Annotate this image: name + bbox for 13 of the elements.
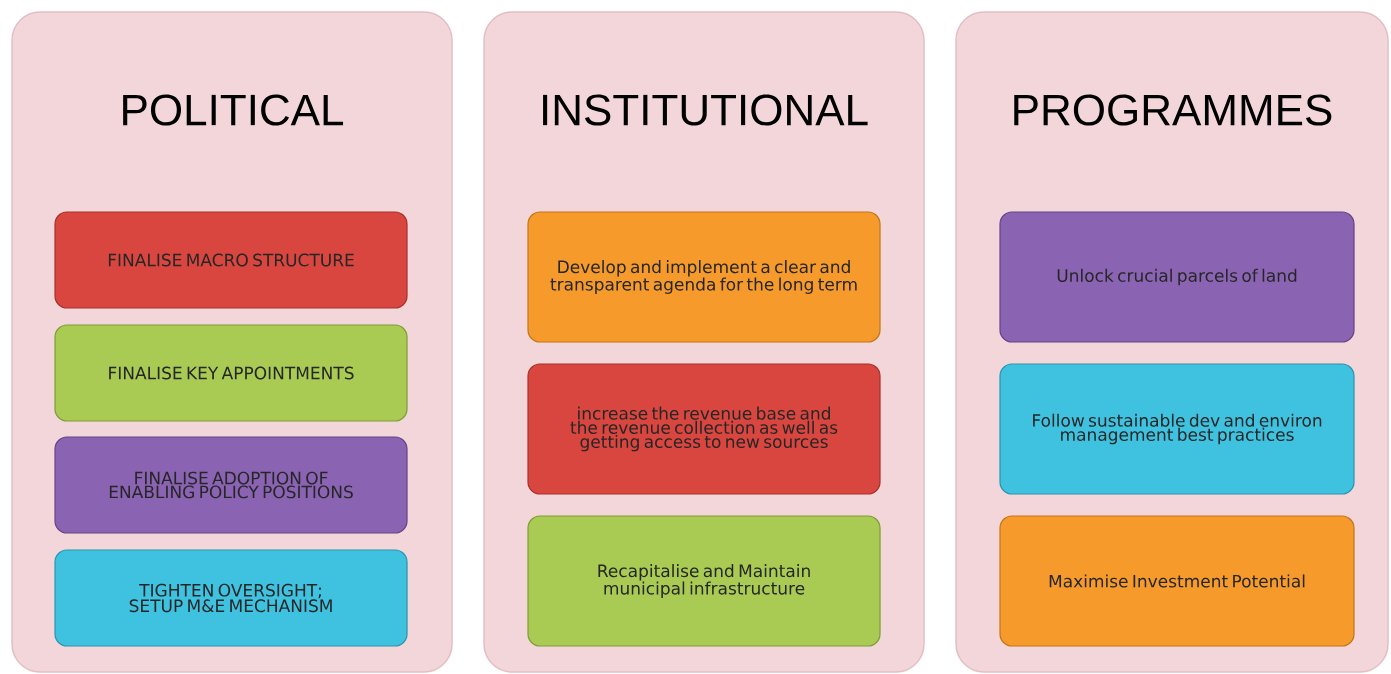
item-box: Unlock crucial parcels of land	[999, 211, 1355, 343]
item-box: FINALISE ADOPTION OF ENABLING POLICY POSITIONS	[54, 436, 408, 534]
item-box: increase the revenue base and the revenue collection as well as getting access to new sources	[527, 363, 881, 495]
item-box: FINALISE KEY APPOINTMENTS	[54, 324, 408, 422]
item-box: FINALISE MACRO STRUCTURE	[54, 211, 408, 309]
panel-heading: POLITICAL	[123, 94, 344, 126]
item-box: Develop and implement a clear and transparent agenda for the long term	[527, 211, 881, 343]
item-box: Maximise Investment Potential	[999, 515, 1355, 647]
item-box: Recapitalise and Maintain municipal infrastructure	[527, 515, 881, 647]
item-box: Follow sustainable dev and environ management best practices	[999, 363, 1355, 495]
item-box: TIGHTEN OVERSIGHT; SETUP M&E MECHANISM	[54, 549, 408, 647]
panel-heading: INSTITUTIONAL	[543, 94, 868, 126]
panel-heading: PROGRAMMES	[1014, 94, 1332, 126]
